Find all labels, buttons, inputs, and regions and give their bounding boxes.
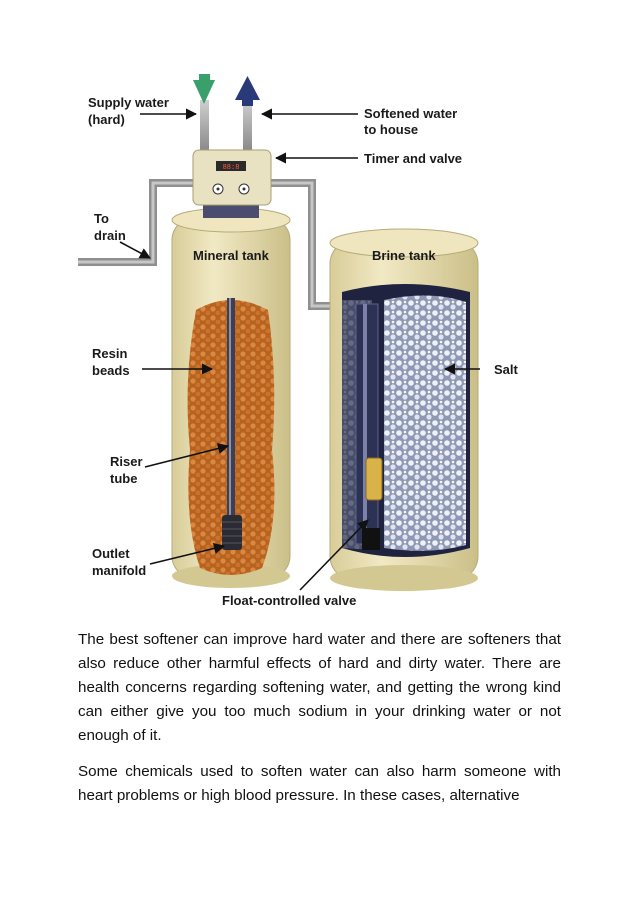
salt-fill <box>384 295 466 551</box>
label-beads: beads <box>92 363 130 378</box>
label-mineral-tank: Mineral tank <box>193 248 270 263</box>
supply-arrow-icon <box>193 74 215 104</box>
label-supply-hard: (hard) <box>88 112 125 127</box>
label-softened-water: Softened water <box>364 106 457 121</box>
plumbing-pipes <box>78 100 345 310</box>
body-paragraph-1: The best softener can improve hard water… <box>78 631 561 744</box>
diagram-labels: Supply water (hard) Softened water to ho… <box>88 95 519 608</box>
label-tube: tube <box>110 471 137 486</box>
mineral-tank <box>171 207 291 588</box>
label-outlet: Outlet <box>92 546 130 561</box>
label-to-house: to house <box>364 122 418 137</box>
outlet-manifold <box>222 515 242 550</box>
label-supply-water: Supply water <box>88 95 169 110</box>
label-resin: Resin <box>92 346 127 361</box>
softened-arrow-icon <box>235 76 260 106</box>
label-salt: Salt <box>494 362 519 377</box>
label-riser: Riser <box>110 454 143 469</box>
float-valve-body <box>365 457 383 501</box>
brine-tank <box>329 228 479 591</box>
label-brine-tank: Brine tank <box>372 248 436 263</box>
label-leader-lines <box>119 108 480 591</box>
water-softener-diagram: 88:8 Supply water (hard) Softened water <box>78 74 519 608</box>
body-paragraph-2: Some chemicals used to soften water can … <box>78 763 561 804</box>
svg-text:88:8: 88:8 <box>223 164 240 172</box>
label-float-valve: Float-controlled valve <box>222 593 356 608</box>
label-to: To <box>94 211 109 226</box>
label-timer-valve: Timer and valve <box>364 151 462 166</box>
label-drain: drain <box>94 228 126 243</box>
timer-and-valve: 88:8 <box>192 149 272 218</box>
label-manifold: manifold <box>92 563 146 578</box>
